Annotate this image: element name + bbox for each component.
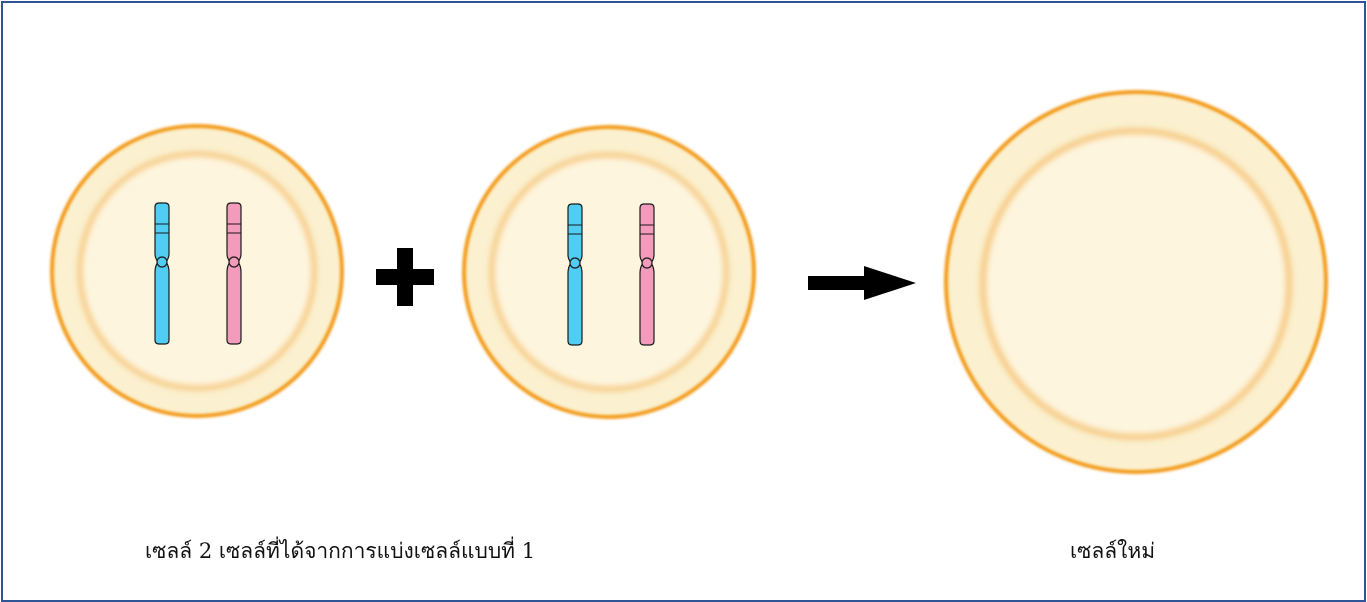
chromosome-blue bbox=[154, 202, 170, 345]
cell-membrane bbox=[50, 124, 344, 418]
nucleus bbox=[80, 154, 314, 388]
nucleus bbox=[983, 131, 1289, 437]
chromosome-pink bbox=[639, 203, 655, 346]
new-cell-caption: เซลล์ใหม่ bbox=[1070, 539, 1156, 563]
plus-icon bbox=[376, 248, 434, 306]
parent-cell-right bbox=[462, 125, 756, 419]
chromosome-pink bbox=[226, 202, 242, 345]
parent-cells-caption: เซลล์ 2 เซลล์ที่ได้จากการแบ่งเซลล์แบบที่… bbox=[145, 539, 536, 563]
nuclear-envelope bbox=[489, 152, 729, 392]
arrow-right-icon bbox=[808, 266, 916, 300]
parent-cell-left bbox=[50, 124, 344, 418]
cell-membrane bbox=[462, 125, 756, 419]
new-cell bbox=[944, 90, 1328, 474]
nucleus bbox=[492, 155, 726, 389]
chromosome-blue bbox=[567, 203, 583, 346]
nuclear-envelope bbox=[980, 128, 1292, 440]
cell-membrane bbox=[944, 90, 1328, 474]
nuclear-envelope bbox=[77, 151, 317, 391]
